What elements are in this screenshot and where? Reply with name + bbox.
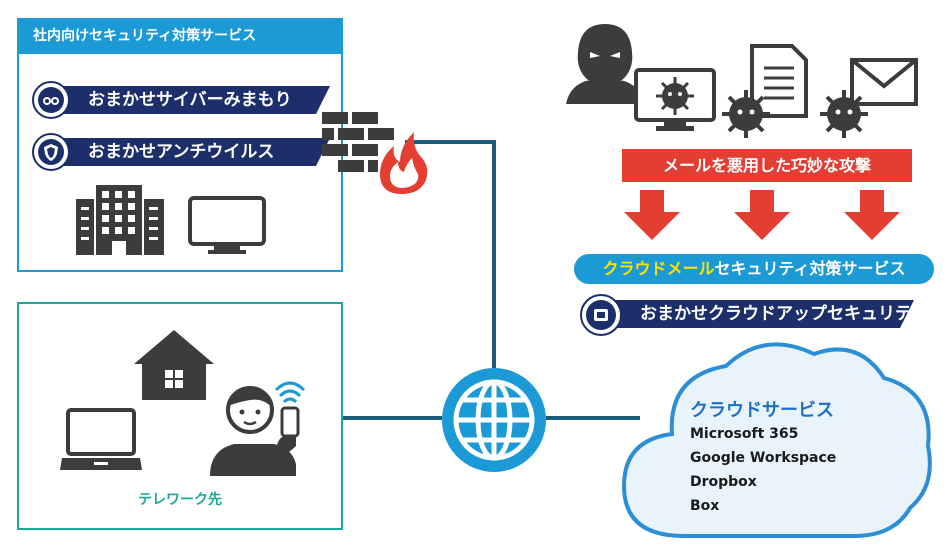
cloud-mail-service-text: セキュリティ対策サービス: [714, 259, 906, 278]
cloud-item-google-workspace: Google Workspace: [690, 450, 837, 466]
telework-label: テレワーク先: [138, 492, 222, 508]
remote-worker-icon: [210, 381, 306, 476]
product-cloudapp-security-bar: おまかせクラウドアップセキュリティ: [594, 300, 914, 328]
product-antivirus-bar: おまかせアンチウイルス: [42, 138, 330, 166]
laptop-icon: [60, 408, 142, 470]
cloud-mail-highlight: クラウドメール: [602, 259, 715, 278]
office-building-icon: [76, 185, 164, 255]
hacker-icon: [566, 24, 644, 104]
cloud-item-box: Box: [690, 498, 720, 514]
home-icon: [134, 330, 214, 400]
cloud-services-title: クラウドサービス: [690, 400, 834, 421]
cloud-shape: [621, 342, 932, 538]
email-attack-banner: メールを悪用した巧妙な攻撃: [622, 149, 912, 182]
internet-globe-icon: [442, 368, 546, 472]
red-down-arrows: [624, 190, 900, 240]
infected-document-icon: [722, 44, 808, 138]
cloud-item-dropbox: Dropbox: [690, 474, 757, 490]
cloud-mail-security-pill: クラウドメールセキュリティ対策サービス: [574, 254, 934, 284]
office-panel-title: 社内向けセキュリティ対策サービス: [17, 18, 343, 54]
app-badge-icon: [580, 294, 622, 336]
firewall-icon: [322, 112, 428, 194]
product-cyber-mimamori-bar: おまかせサイバーみまもり: [42, 86, 330, 114]
shield-badge-icon: [32, 133, 70, 171]
infected-email-icon: [820, 58, 918, 138]
binoculars-badge-icon: [32, 81, 70, 119]
infected-pc-icon: [634, 68, 716, 131]
desktop-monitor-icon: [188, 196, 266, 254]
cloud-item-microsoft365: Microsoft 365: [690, 426, 799, 442]
